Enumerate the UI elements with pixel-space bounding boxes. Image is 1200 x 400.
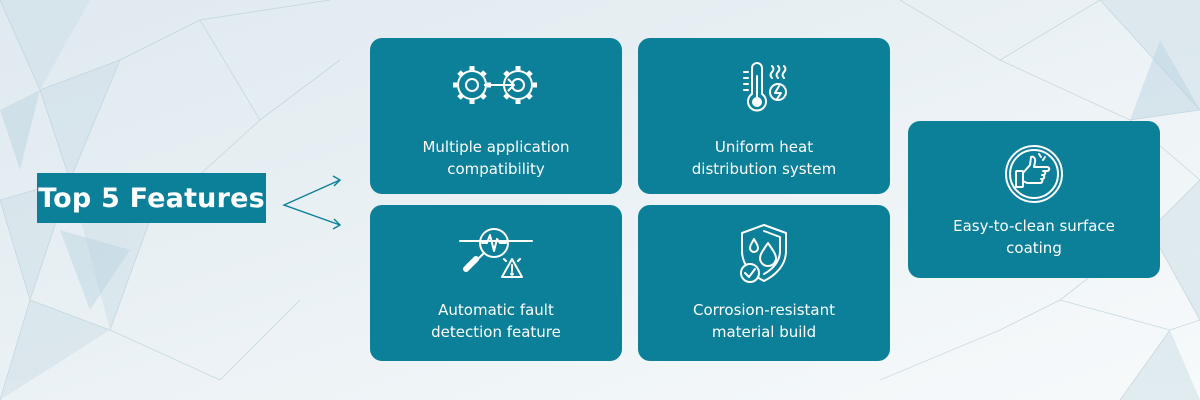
feature-label-line2: compatibility — [447, 160, 545, 178]
feature-label-line1: Uniform heat — [714, 138, 814, 156]
magnifier-warning-icon — [459, 228, 533, 278]
feature-label-line2: coating — [1006, 239, 1062, 257]
feature-label-line2: detection feature — [431, 323, 561, 341]
feature-card-2: Uniform heat distribution system — [638, 38, 890, 194]
branch-arrow-icon — [282, 175, 342, 230]
thumbs-up-icon — [1005, 145, 1063, 203]
gears-icon — [453, 66, 537, 104]
page-title: Top 5 Features — [37, 173, 266, 223]
feature-label-line1: Automatic fault — [438, 301, 554, 319]
shield-drops-icon — [740, 224, 787, 283]
feature-card-3: Automatic fault detection feature — [370, 205, 622, 361]
feature-label-line2: distribution system — [691, 160, 837, 178]
feature-label-line1: Multiple application — [422, 138, 570, 156]
feature-card-5: Easy-to-clean surface coating — [908, 121, 1160, 278]
feature-label-line2: material build — [711, 323, 817, 341]
feature-label-line1: Corrosion-resistant — [693, 301, 835, 319]
feature-label-line1: Easy-to-clean surface — [953, 217, 1115, 235]
feature-card-1: Multiple application compatibility — [370, 38, 622, 194]
thermometer-icon — [743, 62, 787, 112]
feature-card-4: Corrosion-resistant material build — [638, 205, 890, 361]
